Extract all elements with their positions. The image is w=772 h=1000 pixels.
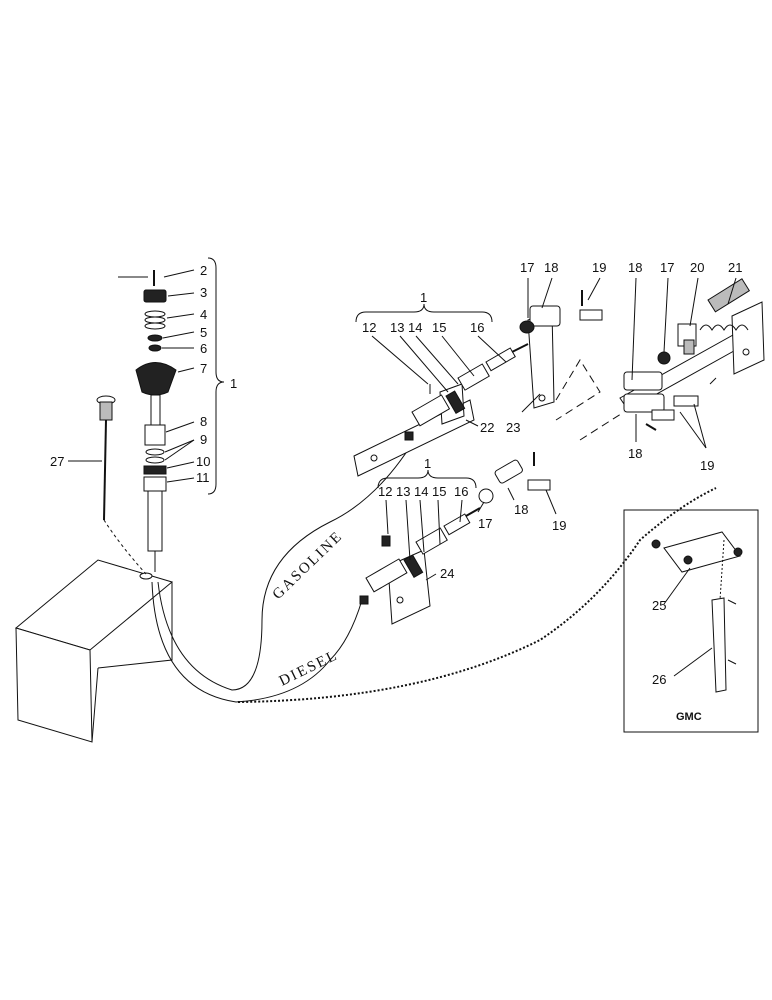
diesel-route-label: DIESEL xyxy=(277,647,341,689)
callout-labels: 2 3 4 5 6 7 8 9 10 11 1 27 1 12 13 14 15… xyxy=(50,260,742,723)
callout-2: 2 xyxy=(200,263,207,278)
callout-9: 9 xyxy=(200,432,207,447)
bracket-1-top xyxy=(355,303,493,323)
callout-16-top: 16 xyxy=(470,320,484,335)
callout-17-b: 17 xyxy=(660,260,674,275)
callout-18-a: 18 xyxy=(544,260,558,275)
callout-15-mid: 15 xyxy=(432,484,446,499)
bracket-1-left xyxy=(207,257,225,495)
callout-11: 11 xyxy=(196,470,210,485)
callout-14-top: 14 xyxy=(408,320,422,335)
callout-19-b: 19 xyxy=(700,458,714,473)
callout-16-mid: 16 xyxy=(454,484,468,499)
callout-5: 5 xyxy=(200,325,207,340)
callout-24: 24 xyxy=(440,566,454,581)
lever-23 xyxy=(519,290,603,421)
gmc-inset xyxy=(623,509,759,733)
callout-7: 7 xyxy=(200,361,207,376)
cables xyxy=(151,433,717,703)
callout-13-top: 13 xyxy=(390,320,404,335)
callout-1-mid: 1 xyxy=(424,456,431,471)
gmc-inset-title: GMC xyxy=(676,711,702,723)
callout-10: 10 xyxy=(196,454,210,469)
callout-26: 26 xyxy=(652,672,666,687)
dash-shield xyxy=(14,559,174,743)
leaders-left xyxy=(162,269,195,483)
callout-17-a: 17 xyxy=(520,260,534,275)
callout-22: 22 xyxy=(480,420,494,435)
throttle-knob-assembly xyxy=(118,270,177,572)
governor-bracket-assembly xyxy=(527,277,765,449)
diesel-cable-end-assembly xyxy=(359,452,557,625)
callout-3: 3 xyxy=(200,285,207,300)
bracket-1-mid xyxy=(377,469,477,489)
callout-19-a: 19 xyxy=(592,260,606,275)
callout-12-mid: 12 xyxy=(378,484,392,499)
callout-18-d: 18 xyxy=(514,502,528,517)
callout-1-left: 1 xyxy=(230,376,237,391)
callout-20: 20 xyxy=(690,260,704,275)
callout-25: 25 xyxy=(652,598,666,613)
callout-23: 23 xyxy=(506,420,520,435)
callout-8: 8 xyxy=(200,414,207,429)
callout-18-c: 18 xyxy=(628,446,642,461)
callout-12-top: 12 xyxy=(362,320,376,335)
gasoline-route-label: GASOLINE xyxy=(270,528,347,603)
shutoff-cable-27 xyxy=(68,395,147,575)
callout-14-mid: 14 xyxy=(414,484,428,499)
callout-15-top: 15 xyxy=(432,320,446,335)
gasoline-cable-end-assembly xyxy=(353,335,529,477)
callout-17-c: 17 xyxy=(478,516,492,531)
callout-18-b: 18 xyxy=(628,260,642,275)
callout-19-c: 19 xyxy=(552,518,566,533)
callout-1-top: 1 xyxy=(420,290,427,305)
callout-27: 27 xyxy=(50,454,64,469)
callout-4: 4 xyxy=(200,307,207,322)
callout-13-mid: 13 xyxy=(396,484,410,499)
callout-21: 21 xyxy=(728,260,742,275)
callout-6: 6 xyxy=(200,341,207,356)
